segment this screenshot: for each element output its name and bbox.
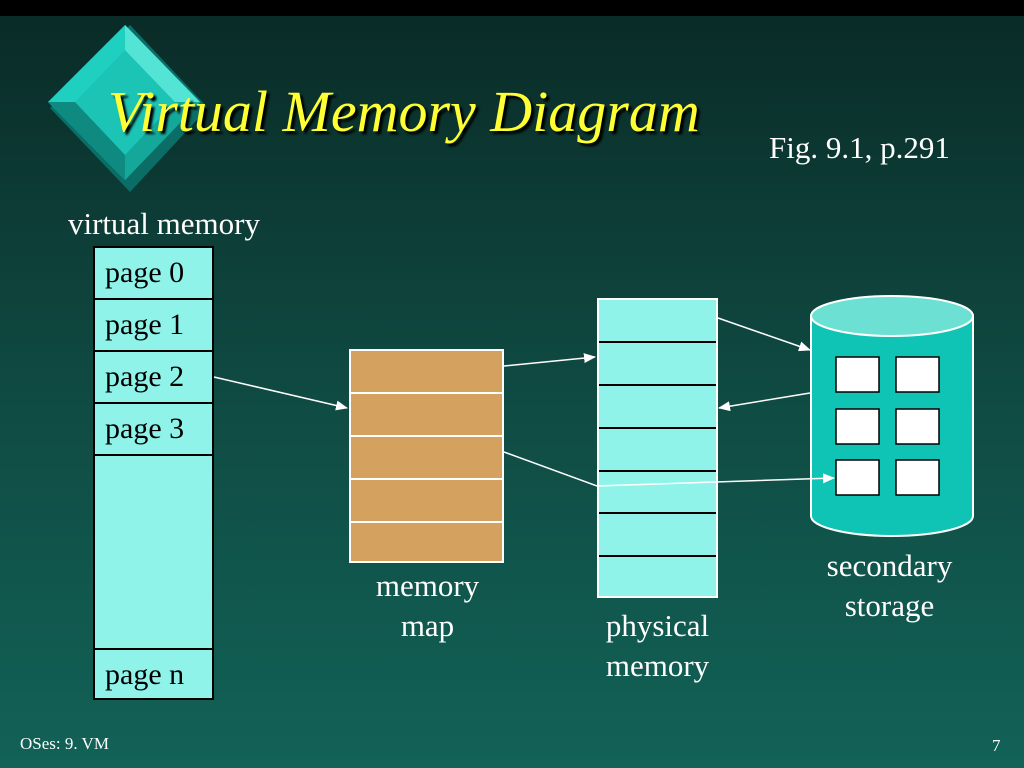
memory-map-block bbox=[349, 349, 504, 563]
physical-memory-divider bbox=[599, 384, 716, 386]
physical-memory-label: physical memory bbox=[590, 606, 725, 686]
footer-course-label: OSes: 9. VM bbox=[20, 734, 109, 753]
storage-block bbox=[835, 356, 880, 393]
arrow-vm-to-map bbox=[213, 376, 348, 411]
arrow-storage-to-physical bbox=[718, 392, 811, 412]
arrow-physical-to-storage bbox=[717, 317, 811, 352]
storage-block bbox=[835, 408, 880, 445]
vm-page-3: page 3 bbox=[95, 404, 212, 456]
storage-block bbox=[895, 408, 940, 445]
arrow-map-to-physical bbox=[503, 353, 596, 367]
storage-block bbox=[895, 459, 940, 496]
physical-memory-divider bbox=[599, 470, 716, 472]
memory-map-divider bbox=[351, 521, 502, 523]
vm-page-n: page n bbox=[95, 650, 212, 698]
storage-block bbox=[835, 459, 880, 496]
footer-page-number: 7 bbox=[992, 736, 1001, 755]
secondary-storage-cylinder bbox=[810, 295, 974, 537]
physical-memory-divider bbox=[599, 555, 716, 557]
physical-memory-label-line2: memory bbox=[605, 648, 710, 683]
memory-map-divider bbox=[351, 435, 502, 437]
figure-reference: Fig. 9.1, p.291 bbox=[769, 130, 950, 165]
secondary-storage-label-line2: storage bbox=[844, 588, 935, 623]
vm-page-2: page 2 bbox=[95, 352, 212, 404]
secondary-storage-label-line1: secondary bbox=[826, 548, 953, 583]
memory-map-label-line2: map bbox=[400, 608, 455, 643]
memory-map-label-line1: memory bbox=[375, 568, 480, 603]
virtual-memory-label: virtual memory bbox=[68, 206, 260, 241]
physical-memory-divider bbox=[599, 341, 716, 343]
physical-memory-block bbox=[597, 298, 718, 598]
top-black-bar bbox=[0, 0, 1024, 16]
slide-title: Virtual Memory Diagram bbox=[108, 79, 700, 144]
memory-map-divider bbox=[351, 392, 502, 394]
secondary-storage-label: secondary storage bbox=[812, 546, 967, 626]
vm-page-gap bbox=[95, 456, 212, 650]
storage-block bbox=[895, 356, 940, 393]
diamond-logo-icon bbox=[48, 25, 208, 192]
vm-page-1: page 1 bbox=[95, 300, 212, 352]
memory-map-divider bbox=[351, 478, 502, 480]
virtual-memory-block: page 0 page 1 page 2 page 3 page n bbox=[93, 246, 214, 700]
physical-memory-label-line1: physical bbox=[605, 608, 710, 643]
vm-page-0: page 0 bbox=[95, 248, 212, 300]
physical-memory-divider bbox=[599, 427, 716, 429]
physical-memory-divider bbox=[599, 512, 716, 514]
memory-map-label: memory map bbox=[360, 566, 495, 646]
arrow-map-to-storage bbox=[503, 451, 835, 487]
